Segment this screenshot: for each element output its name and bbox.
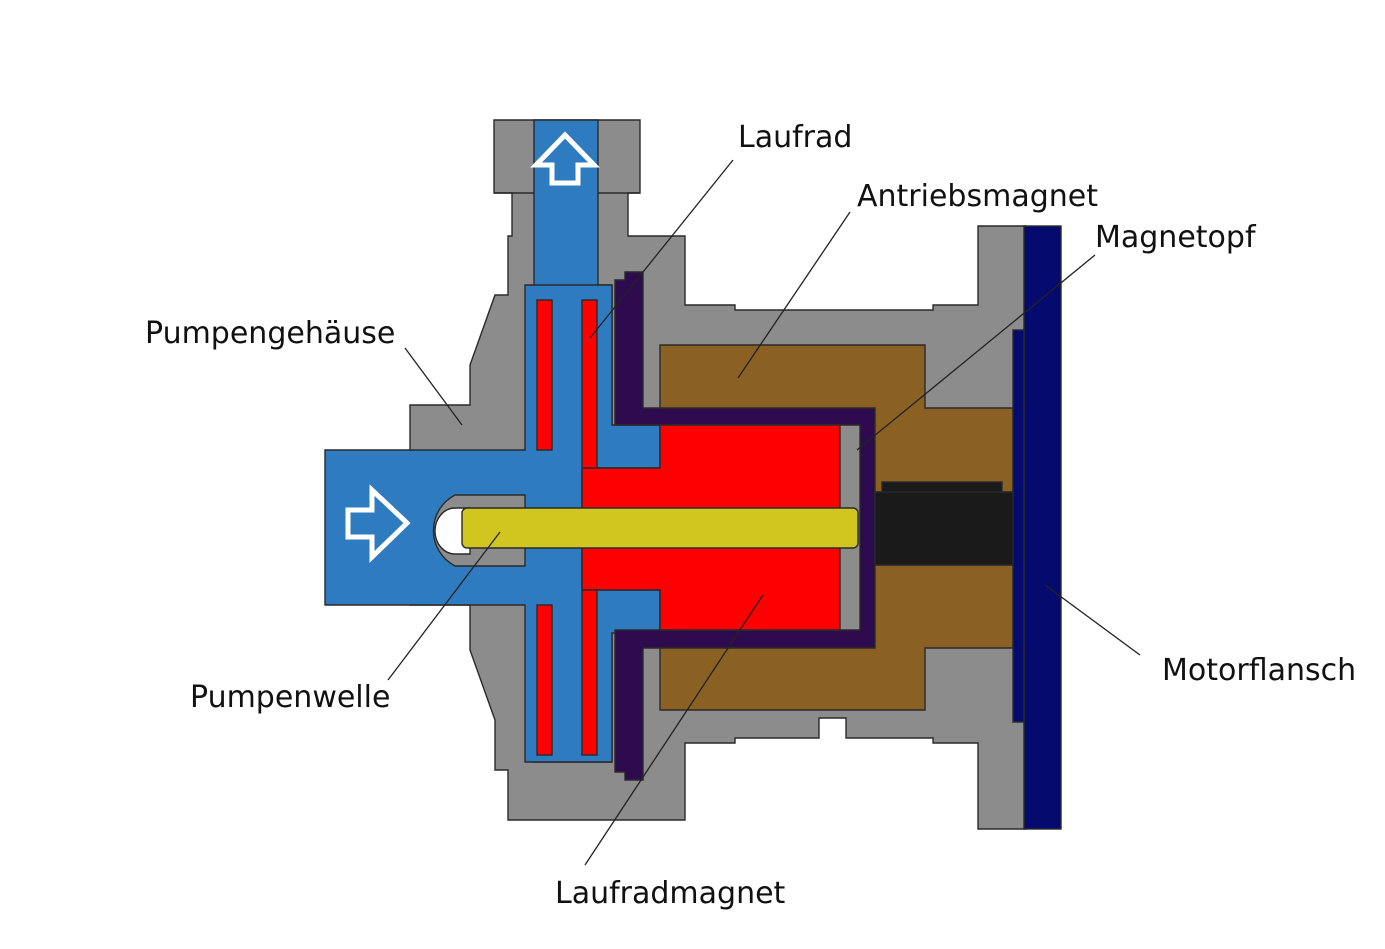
leader-motorflansch: [1044, 584, 1141, 656]
leader-laufrad: [589, 159, 734, 339]
leader-laufradmagnet: [584, 594, 764, 866]
leader-antriebsmagnet: [737, 211, 851, 379]
motor-shaft-key: [881, 481, 1003, 493]
motor-shaft: [874, 481, 1016, 566]
leader-pumpenwelle: [387, 531, 501, 681]
label-laufradmagnet: Laufradmagnet: [555, 876, 786, 911]
motor-flange-ring: [1012, 329, 1025, 723]
magnet-pot: [614, 271, 876, 781]
pump-shaft: [461, 507, 859, 549]
label-antriebsmagnet: Antriebsmagnet: [857, 179, 1098, 214]
outlet-flow-arrow-icon: [530, 131, 600, 186]
label-pumpenwelle: Pumpenwelle: [190, 680, 390, 715]
leader-magnetopf: [856, 254, 1096, 451]
vane-upper-left: [536, 299, 553, 451]
motor-shaft-body: [874, 491, 1016, 566]
labels: Laufrad Antriebsmagnet Magnetopf Pumpeng…: [145, 120, 1356, 911]
vane-lower-right: [581, 589, 598, 756]
inlet-flow-arrow-icon: [345, 484, 411, 563]
label-laufrad: Laufrad: [738, 120, 852, 155]
impeller-vanes: [536, 299, 598, 756]
motor-flange-plate: [1023, 225, 1062, 830]
label-magnetopf: Magnetopf: [1095, 220, 1257, 255]
label-motorflansch: Motorflansch: [1162, 653, 1356, 688]
vane-upper-right: [581, 299, 598, 469]
vane-lower-left: [536, 604, 553, 756]
motor-flange: [1012, 225, 1062, 830]
leader-pumpengehaeuse: [404, 347, 463, 426]
bearing-hole: [434, 507, 471, 555]
leader-lines: [387, 159, 1141, 866]
label-pumpengehaeuse: Pumpengehäuse: [145, 316, 395, 351]
